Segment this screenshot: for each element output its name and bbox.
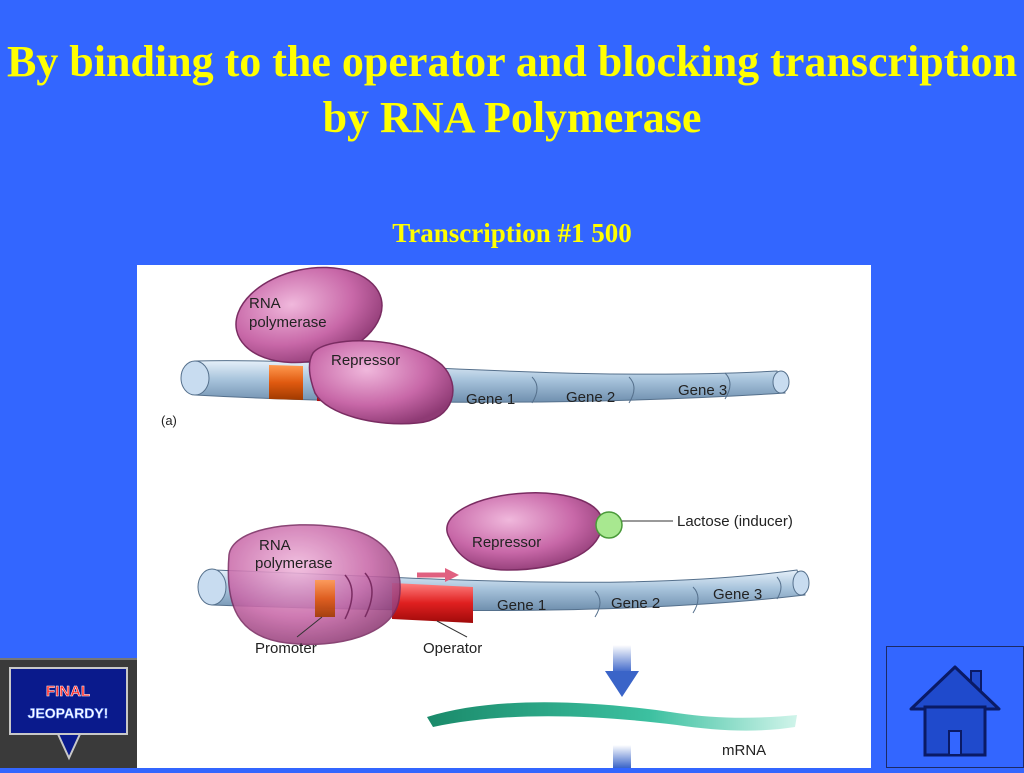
home-icon <box>909 665 1001 757</box>
inducer-label: Lactose (inducer) <box>677 513 793 530</box>
gene-1-label-b: Gene 1 <box>497 597 546 614</box>
svg-text:JEOPARDY!: JEOPARDY! <box>28 705 109 721</box>
final-jeopardy-button[interactable]: FINAL JEOPARDY! <box>0 658 137 768</box>
repressor-a: Repressor <box>308 340 454 425</box>
gene-2-label-a: Gene 2 <box>566 389 615 406</box>
operator-region-b <box>392 583 473 623</box>
promoter-label: Promoter <box>255 640 317 657</box>
svg-text:FINAL: FINAL <box>46 683 90 700</box>
movement-arrow <box>417 568 459 582</box>
transcription-arrow-1 <box>605 645 639 697</box>
gene-2-label-b: Gene 2 <box>611 595 660 612</box>
rna-polymerase-b: RNA polymerase <box>227 524 401 646</box>
rna-polymerase-label-b-line1: RNA <box>259 537 291 554</box>
gene-3-label-a: Gene 3 <box>678 382 727 399</box>
mrna-strand <box>427 702 797 731</box>
repressor-label-a: Repressor <box>331 352 400 369</box>
operator-label: Operator <box>423 640 482 657</box>
promoter-region-b <box>315 580 335 617</box>
repressor-b: Repressor <box>446 492 604 571</box>
rna-polymerase-label-b-line2: polymerase <box>255 555 333 572</box>
slide-subtitle: Transcription #1 500 <box>392 218 632 248</box>
panel-b: RNA polymerase Repressor Lactose (induce… <box>197 492 810 768</box>
final-jeopardy-logo: FINAL JEOPARDY! <box>9 667 128 761</box>
repressor-label-b: Repressor <box>472 534 541 551</box>
slide-title: By binding to the operator and blocking … <box>6 37 1018 142</box>
transcription-arrow-2 <box>613 745 631 768</box>
mrna-label: mRNA <box>722 742 766 759</box>
panel-a-label: (a) <box>161 413 177 428</box>
promoter-region-a <box>269 365 303 400</box>
home-button[interactable] <box>886 646 1024 768</box>
lactose-inducer <box>595 511 623 539</box>
gene-3-label-b: Gene 3 <box>713 586 762 603</box>
gene-1-label-a: Gene 1 <box>466 391 515 408</box>
